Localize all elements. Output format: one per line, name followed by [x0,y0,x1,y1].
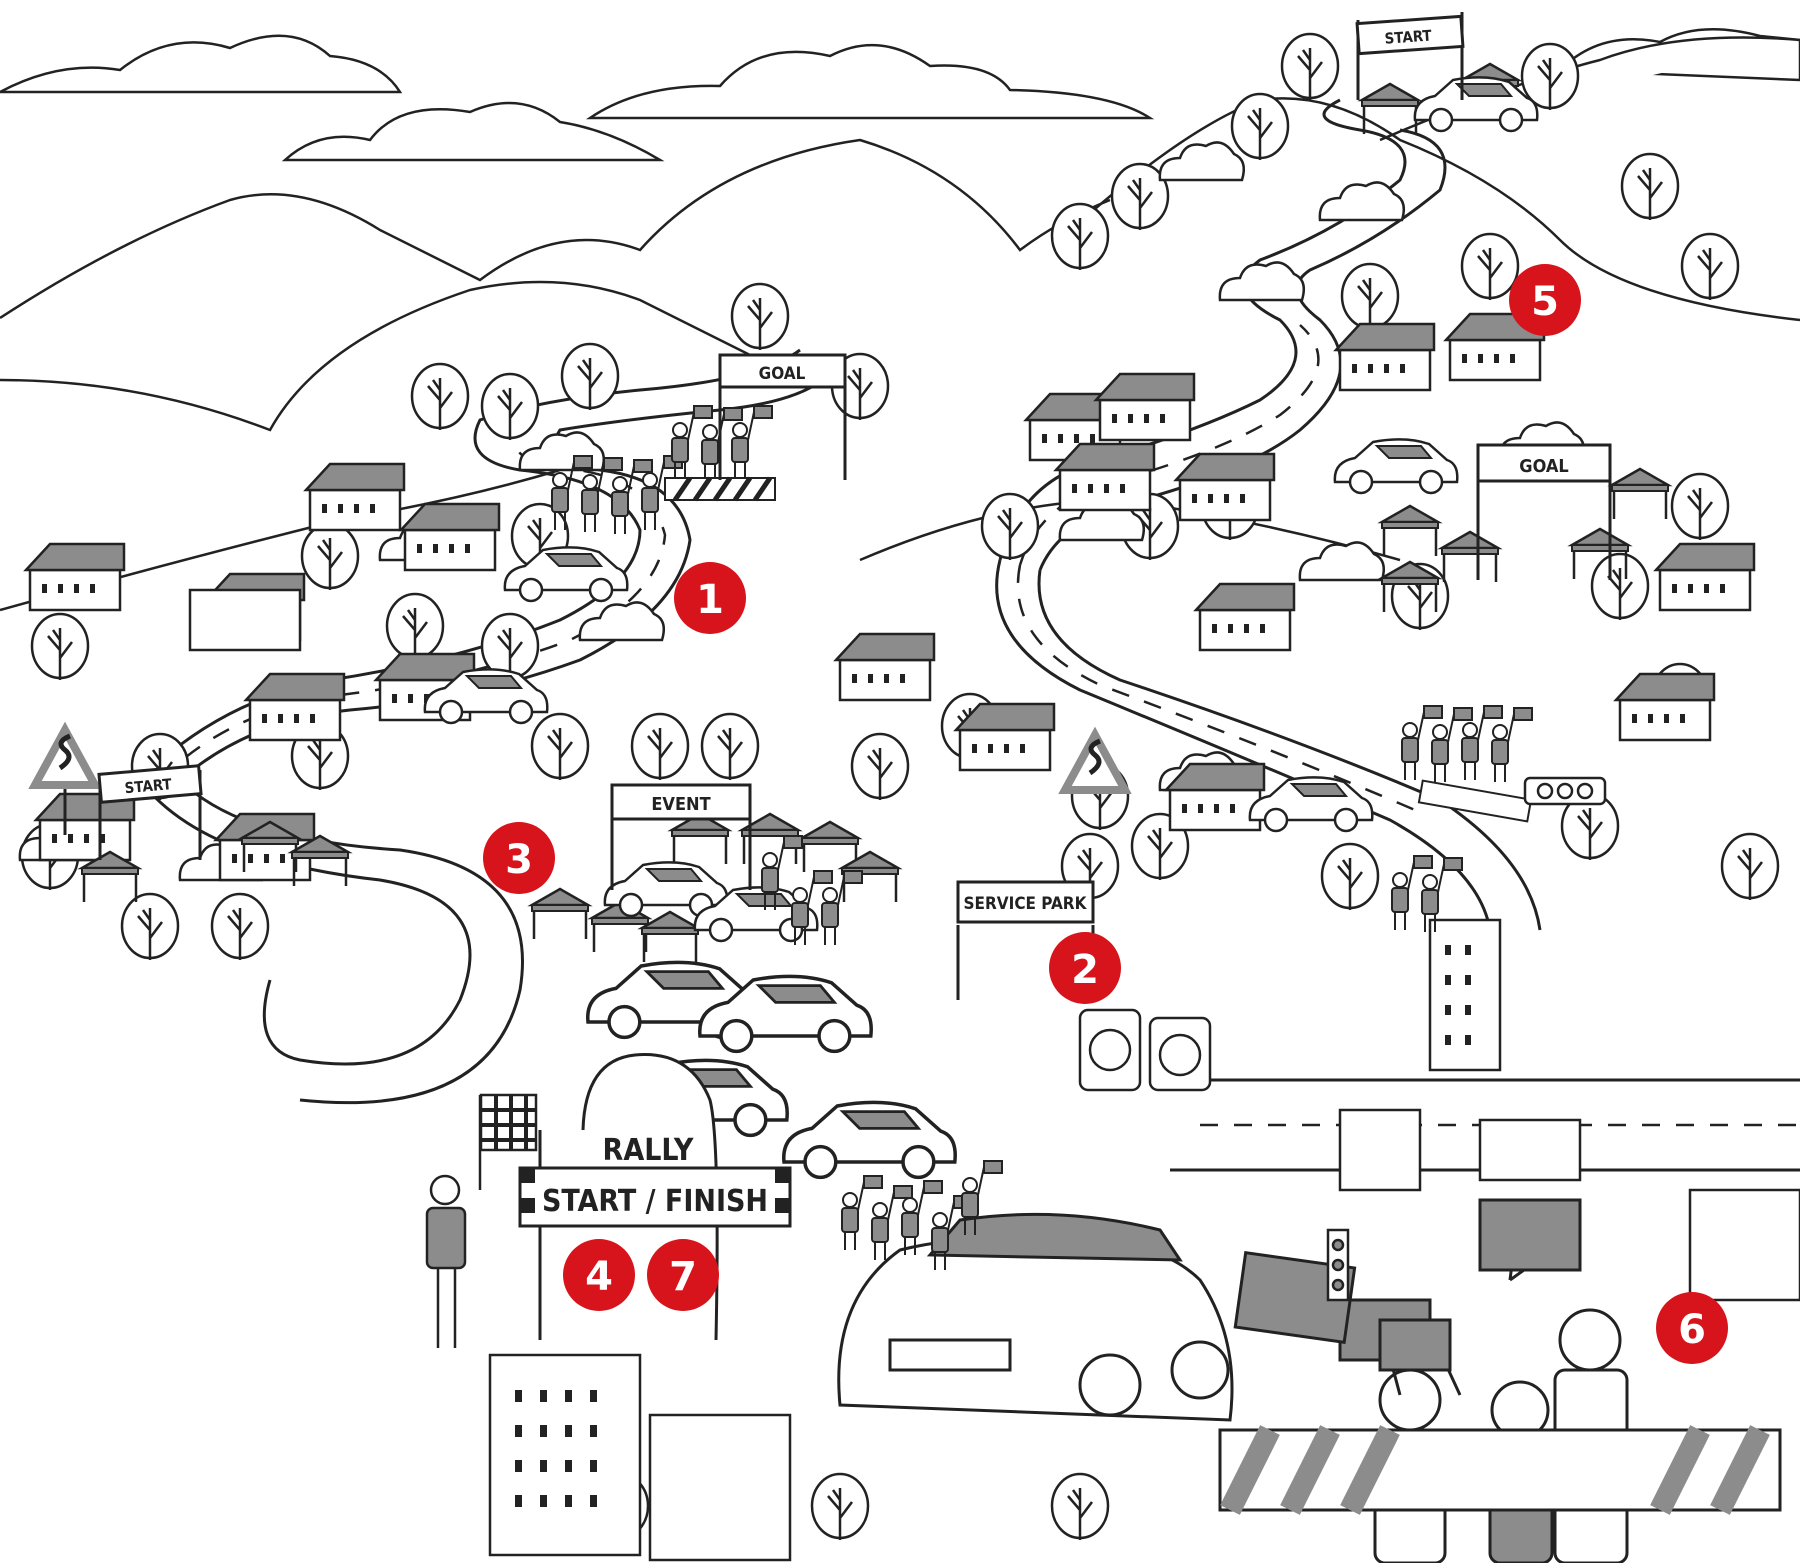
goal-arch-right: GOAL [1476,443,1612,580]
start-finish-label: START / FINISH [542,1184,768,1219]
start-arch-top: START [1355,12,1465,100]
goal-arch-left: GOAL [718,353,847,480]
marker-3-label: 3 [505,837,533,883]
marker-2-label: 2 [1071,947,1099,993]
start-arch-left: START [97,764,203,860]
service-park-label: SERVICE PARK [964,894,1088,914]
curve-warning-sign-right [1058,726,1132,794]
marker-4-label: 4 [585,1254,613,1300]
marker-7-label: 7 [669,1254,697,1300]
rally-start-finish-arch: RALLY START / FINISH [518,1053,792,1341]
goal-left-label: GOAL [759,364,806,384]
marker-6-label: 6 [1678,1307,1706,1353]
event-arch: EVENT [610,783,752,890]
hero-rally-car [837,1212,1234,1422]
apartment-windows [515,945,1471,1507]
location-marker-7[interactable]: 7 [647,1239,719,1311]
location-marker-6[interactable]: 6 [1656,1292,1728,1364]
location-marker-3[interactable]: 3 [483,822,555,894]
marshal-with-checkered-flag [425,1093,538,1348]
location-marker-1[interactable]: 1 [674,562,746,634]
marker-5-label: 5 [1531,279,1559,325]
goal-right-label: GOAL [1519,456,1568,477]
start-left-label: START [124,775,173,797]
marker-1-label: 1 [696,577,724,623]
location-marker-2[interactable]: 2 [1049,932,1121,1004]
start-top-label: START [1384,26,1433,47]
apartment-blocks [188,588,1800,1562]
location-marker-5[interactable]: 5 [1509,264,1581,336]
event-label: EVENT [651,794,710,815]
rally-title: RALLY [603,1133,694,1168]
tyre-stacks [1078,1008,1212,1092]
curve-warning-sign-left [28,721,102,835]
crosswalks [664,476,1782,1515]
traffic-light [1326,776,1607,1302]
service-park-sign: SERVICE PARK [956,880,1095,1000]
location-marker-4[interactable]: 4 [563,1239,635,1311]
